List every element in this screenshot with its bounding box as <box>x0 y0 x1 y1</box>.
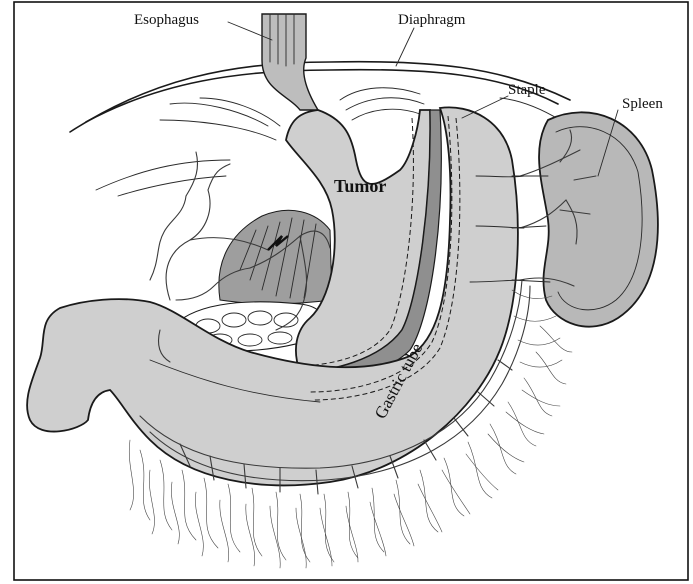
label-diaphragm: Diaphragm <box>398 12 466 28</box>
label-staple: Staple <box>508 82 546 98</box>
label-tumor: Tumor <box>334 176 386 196</box>
label-esophagus: Esophagus <box>134 12 199 28</box>
label-spleen: Spleen <box>622 96 663 112</box>
